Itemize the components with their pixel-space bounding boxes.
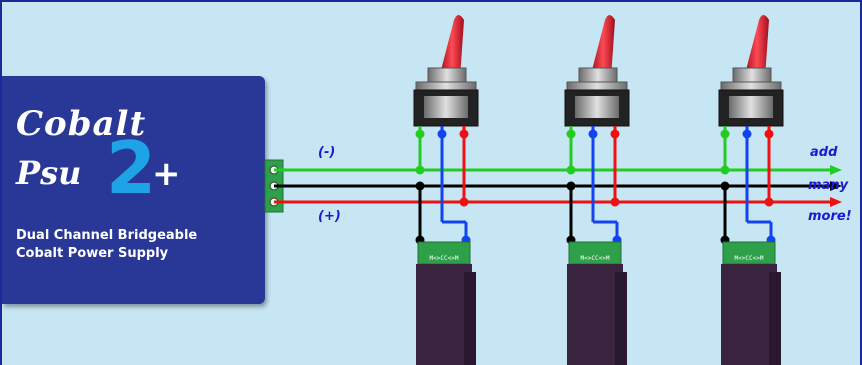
brand-line-2: Psu [16,154,82,192]
tagline-1: Dual Channel Bridgeable [16,228,198,243]
channel-1: M<>CC<>M [413,15,479,365]
more-label: more! [808,209,852,224]
brand-line-1: Cobalt [16,104,147,144]
positive-bus-arrow [830,197,842,207]
channel-3: M<>CC<>M [718,15,784,365]
brand-plus: + [152,154,181,194]
add-label: add [810,145,838,160]
positive-label: (+) [318,209,341,224]
bus-wires [274,165,842,207]
power-supply-unit: Cobalt Psu 2 + Dual Channel Bridgeable C… [2,76,265,304]
toggle-switch-icon [718,15,784,127]
toggle-switch-icon [413,15,479,127]
toggle-switch-icon [564,15,630,127]
common-bus-arrow [830,181,842,191]
brand-two-logo: 2 [106,126,157,210]
point-motor-icon: M<>CC<>M [721,241,781,365]
many-label: many [808,178,849,193]
point-motor-icon: M<>CC<>M [416,241,476,365]
tagline-2: Cobalt Power Supply [16,246,169,261]
negative-label: (-) [318,145,336,160]
negative-bus-arrow [830,165,842,175]
point-motor-icon: M<>CC<>M [567,241,627,365]
channel-2: M<>CC<>M [564,15,630,365]
connector-label: M<>CC<>M [581,255,610,262]
connector-label: M<>CC<>M [430,255,459,262]
connector-label: M<>CC<>M [735,255,764,262]
